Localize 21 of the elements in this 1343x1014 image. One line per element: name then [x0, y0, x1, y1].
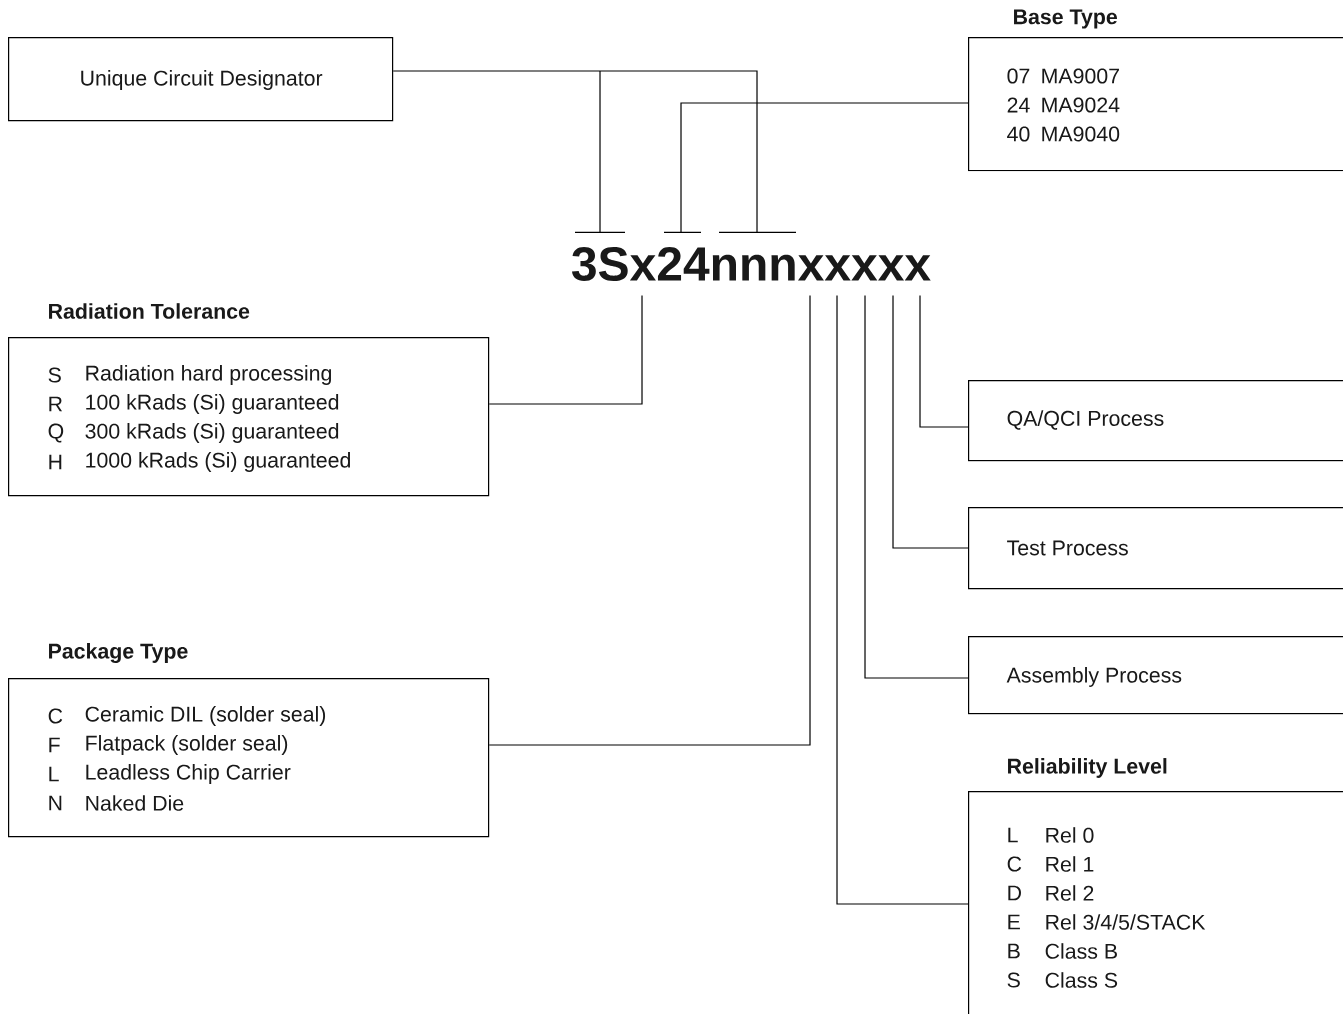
connector-line: [919, 295, 969, 428]
option-box: Radiation Tolerance S Radiation hard processing R 100 kRads (Si) guaranteed Q 300 kRads (Si) guaranteed H 1000 kRads (Si) guaranteed: [8, 303, 490, 497]
option-box: Test Process: [968, 507, 1343, 590]
option-box: Unique Circuit Designator: [8, 37, 394, 122]
node-label: Radiation Tolerance: [49, 303, 250, 319]
option-box: Package Type C Ceramic DIL (solder seal) F Flatpack (solder seal) L Leadless Chip Carrier N Naked Die: [8, 643, 490, 838]
option-box: Base Type 07 MA9007 24 MA9024 40 MA9040: [968, 9, 1343, 172]
part-number-code: 3Sx24nnnxxxxx: [572, 247, 931, 282]
option-box: Reliability Level L Rel 0 C Rel 1 D Rel 2 E Rel 3/4/5/STACK B Class B S Class S: [968, 758, 1343, 1014]
option-box: QA/QCI Process: [968, 380, 1343, 462]
connector-line: [864, 295, 969, 679]
node-label: Package Type: [49, 643, 188, 663]
connector-line: [392, 70, 758, 233]
connector-line: [488, 295, 643, 405]
node-label: Base Type: [1014, 9, 1117, 29]
connector-line: [488, 295, 811, 746]
node-label: Reliability Level: [1008, 758, 1167, 778]
option-box: Assembly Process: [968, 636, 1343, 715]
connector-line: [680, 102, 969, 233]
connector-line: [892, 295, 969, 549]
connector-line: [836, 295, 969, 905]
